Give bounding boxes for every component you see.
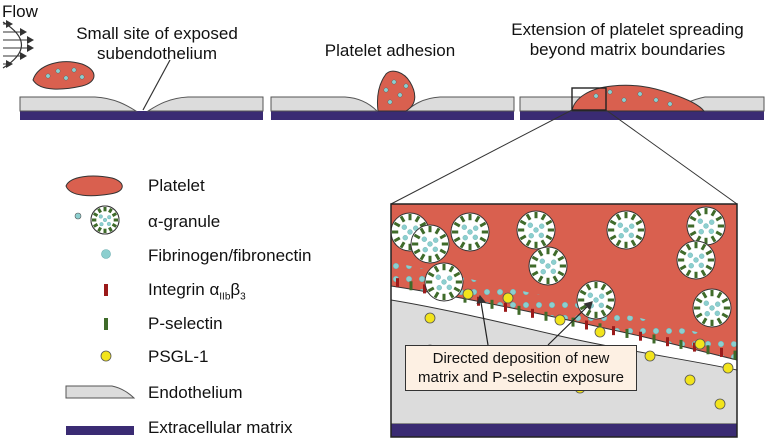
integrin-mark bbox=[396, 278, 399, 288]
integrin-mark bbox=[639, 331, 642, 341]
integrin-mark bbox=[504, 302, 507, 312]
zoom-guide-right bbox=[605, 109, 738, 205]
legend-label-alpha-granule: α-granule bbox=[148, 212, 221, 231]
legend-label-endothelium: Endothelium bbox=[148, 383, 243, 402]
granule-10 bbox=[692, 288, 732, 328]
zoom-inset bbox=[391, 204, 737, 437]
integrin-mark bbox=[666, 337, 669, 347]
legend-label-psgl1: PSGL-1 bbox=[148, 347, 209, 366]
deposition-arrow-1 bbox=[476, 294, 489, 346]
granule-4 bbox=[606, 210, 646, 250]
granule-2 bbox=[450, 212, 490, 252]
flow-profile-icon bbox=[2, 20, 34, 69]
stage-2-label: Platelet adhesion bbox=[324, 41, 456, 60]
granule-9 bbox=[676, 240, 716, 280]
legend-label-platelet: Platelet bbox=[148, 176, 205, 195]
vessel-stage-3 bbox=[519, 84, 765, 120]
p-selectin-bar-icon bbox=[104, 318, 108, 330]
stage-1-label: Small site of exposed subendothelium bbox=[76, 24, 238, 63]
p-selectin-mark bbox=[706, 345, 710, 355]
integrin-mark bbox=[477, 296, 480, 306]
granule-7 bbox=[528, 246, 568, 286]
granule-6 bbox=[424, 262, 464, 302]
granule-3 bbox=[516, 210, 556, 250]
p-selectin-mark bbox=[517, 305, 521, 315]
psgl1-dot bbox=[714, 398, 726, 410]
legend-label-p-selectin: P-selectin bbox=[148, 314, 223, 333]
legend-label-integrin: Integrin αIIbβ3 bbox=[148, 280, 246, 303]
p-selectin-mark bbox=[490, 299, 494, 309]
granule-11 bbox=[410, 224, 450, 264]
psgl1-dot bbox=[594, 326, 606, 338]
granule-5 bbox=[686, 206, 726, 246]
flow-label: Flow bbox=[2, 2, 38, 21]
legend-label-extracellular-matrix: Extracellular matrix bbox=[148, 418, 293, 437]
deposition-callout: Directed deposition of new matrix and P-… bbox=[405, 345, 637, 391]
integrin-mark bbox=[531, 308, 534, 318]
psgl1-dot bbox=[554, 314, 566, 326]
integrin-bar-icon bbox=[104, 284, 108, 296]
granule-8 bbox=[576, 280, 616, 320]
zoom-guide-left bbox=[390, 109, 573, 205]
psgl1-dot bbox=[644, 350, 656, 362]
integrin-mark bbox=[693, 342, 696, 352]
extracellular-matrix-icon bbox=[66, 426, 134, 435]
p-selectin-mark bbox=[652, 334, 656, 344]
stage-3-label: Extension of platelet spreading beyond m… bbox=[511, 20, 744, 59]
integrin-mark bbox=[720, 347, 723, 357]
vessel-stage-1 bbox=[19, 59, 264, 120]
platelet-icon bbox=[65, 175, 123, 197]
legend-granule-shape bbox=[90, 205, 120, 235]
alpha-granule-icon bbox=[90, 205, 120, 235]
psgl1-dot bbox=[722, 362, 734, 374]
psgl1-dot bbox=[424, 312, 436, 324]
deposition-arrow-2 bbox=[547, 301, 593, 346]
legend-icons bbox=[65, 175, 136, 435]
legend-label-fibrinogen: Fibrinogen/fibronectin bbox=[148, 246, 312, 265]
psgl1-dot bbox=[462, 288, 474, 300]
psgl1-dot bbox=[684, 374, 696, 386]
p-selectin-mark bbox=[409, 281, 413, 291]
p-selectin-mark bbox=[733, 350, 737, 360]
zoom-region-marker bbox=[571, 87, 607, 111]
psgl1-dot bbox=[694, 338, 706, 350]
vessel-stage-2 bbox=[270, 70, 515, 120]
psgl1-dot bbox=[502, 292, 514, 304]
p-selectin-mark bbox=[544, 311, 548, 321]
fibrinogen-dot-icon bbox=[101, 249, 111, 259]
integrin-mark bbox=[612, 326, 615, 336]
psgl1-dot-icon bbox=[100, 350, 112, 362]
p-selectin-mark bbox=[571, 317, 575, 327]
p-selectin-mark bbox=[625, 328, 629, 338]
endothelium-icon bbox=[65, 385, 136, 399]
integrin-mark bbox=[423, 284, 426, 294]
p-selectin-mark bbox=[679, 339, 683, 349]
platelet-floating bbox=[32, 61, 95, 90]
integrin-mark bbox=[585, 320, 588, 330]
